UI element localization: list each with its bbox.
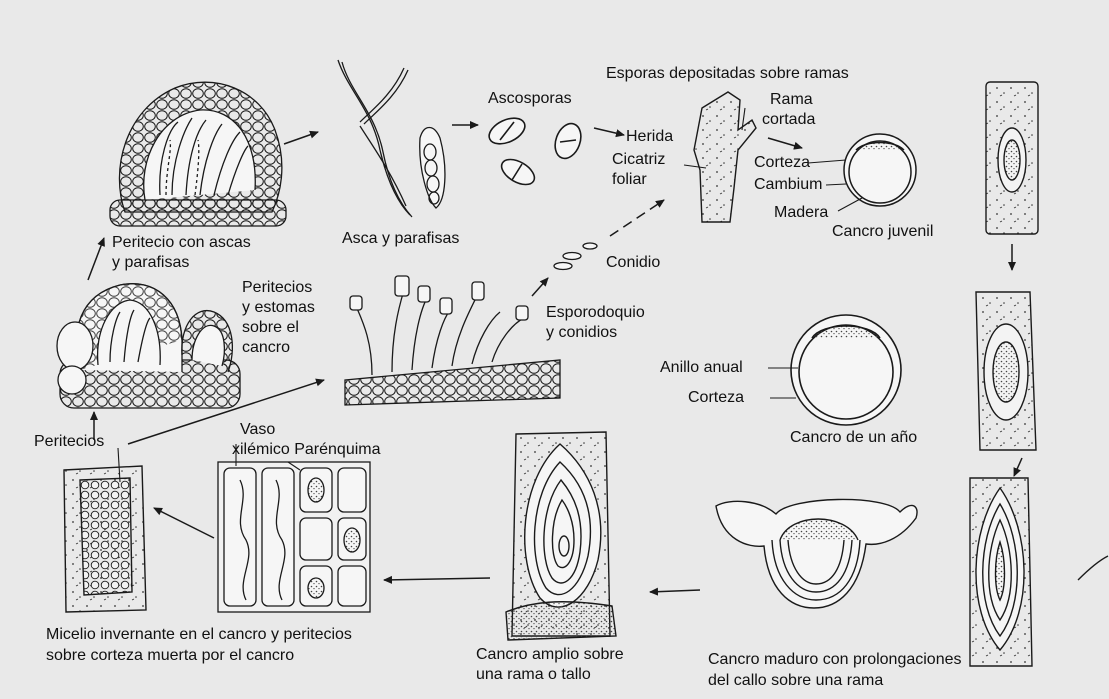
edge-curve: [1078, 556, 1108, 580]
label-vaso-1: Vaso: [240, 420, 275, 440]
label-cancro-maduro-2: del callo sobre una rama: [708, 671, 883, 691]
label-anillo-anual: Anillo anual: [660, 358, 743, 378]
label-madera: Madera: [774, 203, 828, 223]
label-peritecios-estomas-1: Peritecios: [242, 278, 312, 298]
label-peritecios: Peritecios: [34, 432, 104, 452]
label-asca-parafisas: Asca y parafisas: [342, 229, 459, 249]
annual-ring-section: [791, 315, 901, 425]
twig-drawing: [694, 92, 756, 222]
label-corteza-1: Corteza: [754, 153, 810, 173]
label-peritecios-estomas-2: y estomas: [242, 298, 315, 318]
xylem-tissue-drawing: [218, 462, 370, 612]
mature-canker-section: [716, 499, 917, 608]
label-cambium: Cambium: [754, 175, 822, 195]
label-cancro-maduro-1: Cancro maduro con prolongaciones: [708, 650, 961, 670]
label-ascosporas: Ascosporas: [488, 89, 572, 109]
label-cancro-juvenil: Cancro juvenil: [832, 222, 933, 242]
perithecium-drawing: [110, 82, 286, 226]
label-vaso-2: xilémico Parénquima: [232, 440, 381, 460]
label-micelio-1: Micelio invernante en el cancro y perite…: [46, 625, 352, 645]
label-esporas-depositadas: Esporas depositadas sobre ramas: [606, 64, 849, 84]
one-year-canker-branch: [976, 292, 1036, 450]
label-cancro-amplio-2: una rama o tallo: [476, 665, 591, 685]
juvenile-canker-branch: [986, 82, 1038, 234]
label-cicatriz-1: Cicatriz: [612, 150, 665, 170]
label-esporodoquio-1: Esporodoquio: [546, 303, 645, 323]
label-peritecio-ascas-1: Peritecio con ascas: [112, 233, 251, 253]
label-peritecios-estomas-3: sobre el: [242, 318, 299, 338]
mature-canker-branch: [970, 478, 1032, 666]
label-corteza-2: Corteza: [688, 388, 744, 408]
label-herida: Herida: [626, 127, 673, 147]
wide-canker-drawing: [506, 432, 616, 640]
perithecia-cluster: [57, 284, 240, 408]
mycelium-bark-piece: [64, 466, 146, 612]
ascospores-drawing: [485, 113, 585, 190]
label-cancro-amplio-1: Cancro amplio sobre: [476, 645, 624, 665]
label-cancro-un-anio: Cancro de un año: [790, 428, 917, 448]
label-conidio: Conidio: [606, 253, 660, 273]
label-cicatriz-2: foliar: [612, 170, 647, 190]
label-peritecio-ascas-2: y parafisas: [112, 253, 189, 273]
label-rama-cortada-2: cortada: [762, 110, 815, 130]
stem-section-small: [844, 134, 916, 206]
label-rama-cortada-1: Rama: [770, 90, 813, 110]
label-esporodoquio-2: y conidios: [546, 323, 617, 343]
ascus-drawing: [338, 60, 445, 217]
label-peritecios-estomas-4: cancro: [242, 338, 290, 358]
label-micelio-2: sobre corteza muerta por el cancro: [46, 646, 294, 666]
